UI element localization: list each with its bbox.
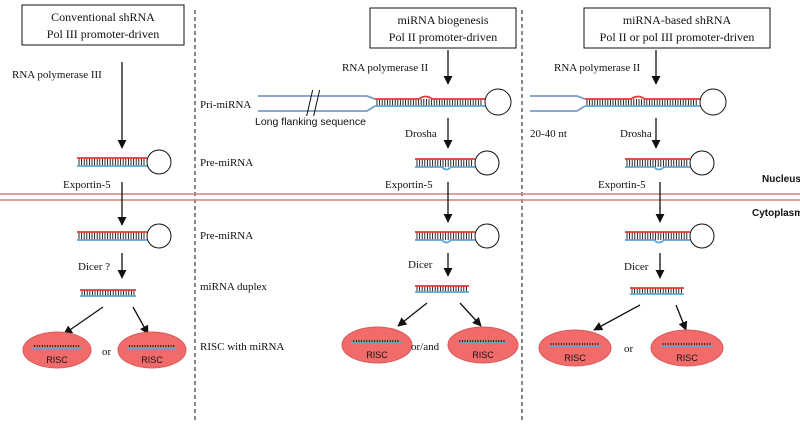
conventional-arrow-risc-left bbox=[63, 306, 104, 335]
mirna-based-risc-2: RISC bbox=[650, 329, 724, 367]
conventional-mirna-duplex bbox=[80, 289, 136, 297]
mirna-based-drosha-label: Drosha bbox=[620, 128, 652, 140]
mirna-based-arrow-risc-right bbox=[675, 304, 688, 331]
risc-label: RISC bbox=[141, 355, 163, 365]
conventional-arrow-risc-right bbox=[132, 306, 149, 335]
conventional-hairpin-nucleus bbox=[77, 149, 172, 175]
conventional-risc-2: RISC bbox=[117, 331, 187, 369]
title-mirna-based-line2: Pol II or pol III promoter-driven bbox=[600, 30, 755, 44]
cytoplasm-label: Cytoplasm bbox=[752, 208, 800, 219]
risc-label: RISC bbox=[472, 350, 494, 360]
biogenesis-mirna-duplex bbox=[415, 285, 469, 293]
mirna-based-pri-transcript bbox=[530, 88, 727, 116]
stage-label-pre-mirna-cytoplasm: Pre-miRNA bbox=[200, 230, 253, 242]
mirna-based-arrow-risc-left bbox=[593, 304, 641, 331]
biogenesis-dicer-label: Dicer bbox=[408, 259, 433, 271]
nucleus-label: Nucleus bbox=[762, 174, 800, 185]
stage-label-pri-mirna: Pri-miRNA bbox=[200, 99, 251, 111]
biogenesis-arrow-risc-left bbox=[397, 302, 428, 327]
mirna-based-or-label: or bbox=[624, 343, 634, 355]
mirna-based-pre-mirna-cytoplasm bbox=[625, 223, 715, 249]
biogenesis-pre-mirna-cytoplasm bbox=[415, 223, 500, 249]
title-mirna-based-line1: miRNA-based shRNA bbox=[623, 13, 732, 27]
mirna-based-mirna-duplex bbox=[630, 287, 684, 295]
mirna-based-dicer-label: Dicer bbox=[624, 261, 649, 273]
conventional-dicer-label: Dicer ? bbox=[78, 261, 110, 273]
risc-label: RISC bbox=[46, 355, 68, 365]
risc-label: RISC bbox=[366, 350, 388, 360]
biogenesis-polymerase-label: RNA polymerase II bbox=[342, 62, 428, 74]
stage-label-mirna-duplex: miRNA duplex bbox=[200, 281, 267, 293]
mirna-based-risc-1: RISC bbox=[538, 329, 612, 367]
stage-label-risc-with-mirna: RISC with miRNA bbox=[200, 341, 284, 353]
risc-label: RISC bbox=[564, 353, 586, 363]
conventional-risc-1: RISC bbox=[22, 331, 92, 369]
title-biogenesis-line1: miRNA biogenesis bbox=[397, 13, 488, 27]
conventional-or-label: or bbox=[102, 346, 112, 358]
title-box-conventional: Conventional shRNA Pol III promoter-driv… bbox=[21, 4, 185, 46]
title-box-mirna-based: miRNA-based shRNA Pol II or pol III prom… bbox=[583, 7, 771, 49]
risc-label: RISC bbox=[676, 353, 698, 363]
biogenesis-pri-mirna bbox=[258, 88, 512, 117]
biogenesis-pre-mirna-nucleus bbox=[415, 150, 500, 176]
biogenesis-risc-2: RISC bbox=[447, 326, 519, 364]
nuclear-membrane bbox=[0, 193, 800, 201]
mirna-based-flank-length-label: 20-40 nt bbox=[530, 128, 567, 140]
conventional-polymerase-label: RNA polymerase III bbox=[12, 69, 102, 81]
biogenesis-flanking-label: Long flanking sequence bbox=[255, 116, 366, 128]
biogenesis-risc-1: RISC bbox=[341, 326, 413, 364]
biogenesis-or-label: or/and bbox=[411, 341, 440, 353]
conventional-exportin-label: Exportin-5 bbox=[63, 179, 111, 191]
title-box-biogenesis: miRNA biogenesis Pol II promoter-driven bbox=[369, 7, 517, 49]
title-conventional-line2: Pol III promoter-driven bbox=[47, 27, 159, 41]
mirna-based-polymerase-label: RNA polymerase II bbox=[554, 62, 640, 74]
mirna-based-pre-mirna-nucleus bbox=[625, 150, 715, 176]
biogenesis-exportin-label: Exportin-5 bbox=[385, 179, 433, 191]
biogenesis-arrow-risc-right bbox=[459, 302, 482, 327]
biogenesis-drosha-label: Drosha bbox=[405, 128, 437, 140]
conventional-hairpin-cytoplasm bbox=[77, 223, 172, 249]
title-biogenesis-line2: Pol II promoter-driven bbox=[389, 30, 497, 44]
stage-label-pre-mirna-nucleus: Pre-miRNA bbox=[200, 157, 253, 169]
mirna-based-exportin-label: Exportin-5 bbox=[598, 179, 646, 191]
title-conventional-line1: Conventional shRNA bbox=[51, 10, 155, 24]
